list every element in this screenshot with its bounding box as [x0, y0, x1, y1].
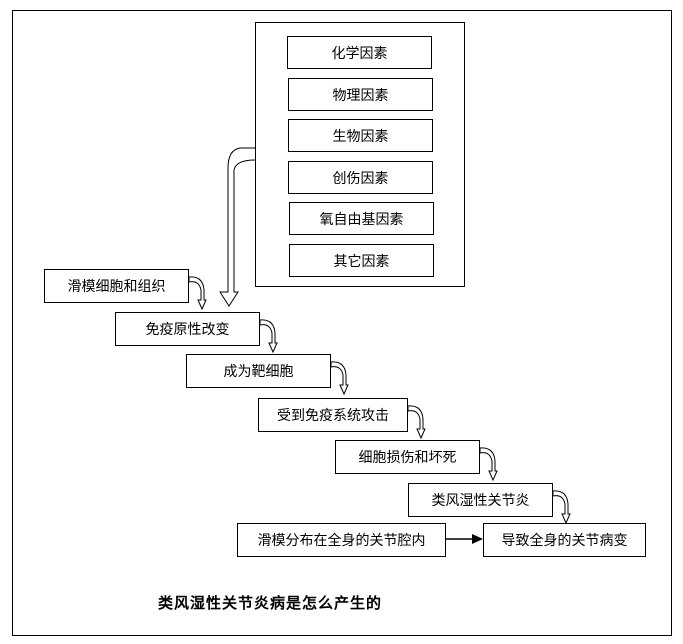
- step-arrow-2: [259, 319, 278, 354]
- factor-group: [255, 22, 465, 287]
- diagram-frame: [12, 10, 672, 636]
- step-arrow-4: [407, 405, 426, 440]
- factor-physical: 物理因素: [288, 78, 433, 111]
- step-arrow-3: [330, 361, 349, 396]
- side-cause-box: 滑模分布在全身的关节腔内: [237, 523, 446, 557]
- diagram-caption: 类风湿性关节炎病是怎么产生的: [158, 594, 383, 612]
- factor-trauma: 创伤因素: [288, 161, 433, 194]
- factor-chemical: 化学因素: [287, 36, 432, 69]
- step-cell-necrosis: 细胞损伤和坏死: [335, 440, 480, 474]
- step-ra: 类风湿性关节炎: [408, 483, 553, 517]
- step-synovial-cells: 滑模细胞和组织: [44, 269, 189, 303]
- step-arrow-1: [188, 276, 207, 311]
- step-immune-attack: 受到免疫系统攻击: [258, 398, 408, 432]
- step-immunogenicity-change: 免疫原性改变: [115, 312, 260, 346]
- factor-biological: 生物因素: [288, 119, 433, 152]
- step-target-cell: 成为靶细胞: [186, 354, 331, 388]
- step-arrow-6: [552, 490, 571, 525]
- factor-arrow: [219, 147, 256, 307]
- factor-free-radical: 氧自由基因素: [289, 202, 434, 235]
- factor-other: 其它因素: [289, 244, 434, 277]
- side-arrow-head: [472, 534, 483, 544]
- result-box: 导致全身的关节病变: [483, 523, 646, 557]
- step-arrow-5: [479, 447, 498, 482]
